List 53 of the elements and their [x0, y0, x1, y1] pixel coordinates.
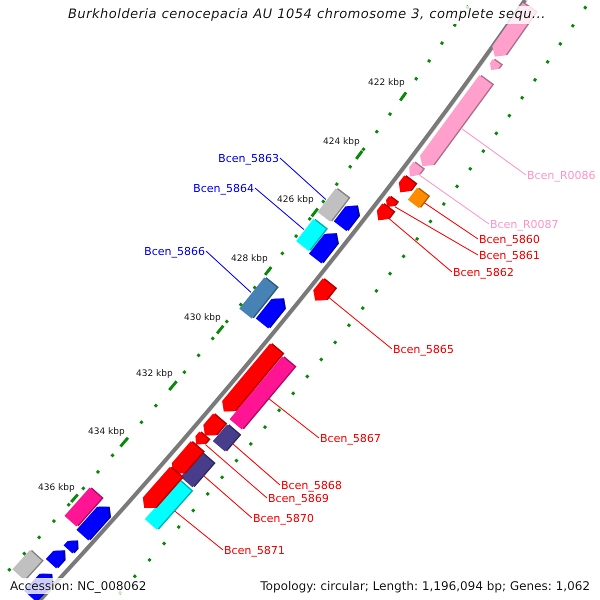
leader-line	[174, 510, 224, 550]
gene-label: Bcen_5867	[320, 432, 381, 444]
gene-label: Bcen_5865	[393, 342, 454, 356]
gene-feature	[46, 550, 66, 568]
leader-line	[394, 206, 478, 256]
gene-feature	[420, 74, 494, 166]
gene-feature	[386, 196, 400, 207]
leader-line	[206, 250, 252, 293]
gene-label: Bcen_5862	[453, 266, 514, 278]
gene-feature	[64, 540, 79, 554]
leader-line	[268, 398, 320, 438]
leader-line	[388, 218, 452, 272]
gene-label: Bcen_5871	[224, 544, 285, 556]
position-label: 424 kbp	[323, 136, 360, 148]
position-label: 432 kbp	[136, 368, 173, 380]
gene-label: Bcen_5863	[218, 152, 279, 164]
leader-line	[419, 174, 490, 224]
position-label: 428 kbp	[231, 254, 268, 264]
gene-label: Bcen_5864	[193, 182, 254, 194]
gene-block	[408, 188, 430, 208]
position-label: 436 kbp	[38, 482, 75, 494]
gene-feature	[490, 58, 504, 70]
gene-label: Bcen_5868	[281, 478, 342, 492]
gene-feature	[203, 413, 228, 436]
gene-feature	[313, 278, 338, 301]
gene-label: Bcen_R0086	[527, 168, 596, 182]
leader-line	[232, 443, 280, 486]
leader-line	[280, 158, 326, 200]
leader-line	[254, 188, 304, 230]
position-label: 426 kbp	[277, 194, 314, 206]
position-label: 430 kbp	[184, 312, 221, 324]
gene-label: Bcen_R0087	[490, 218, 558, 230]
gene-feature	[334, 205, 360, 232]
gene-label: Bcen_5861	[479, 248, 540, 262]
gene-feature	[409, 162, 426, 177]
gene-label: Bcen_5860	[479, 232, 540, 246]
position-label: 422 kbp	[368, 78, 405, 88]
leader-line	[204, 444, 268, 498]
leader-line	[460, 128, 526, 176]
gene-label: Bcen_5866	[144, 244, 205, 258]
gene-feature	[142, 466, 184, 508]
gene-feature	[308, 233, 339, 264]
gene-feature	[222, 343, 284, 412]
position-label: 434 kbp	[88, 426, 125, 438]
leader-line	[328, 297, 392, 350]
gene-feature	[172, 441, 205, 474]
leader-line	[424, 202, 478, 240]
gene-label: Bcen_5870	[253, 512, 314, 524]
leader-line	[203, 475, 252, 518]
gene-feature	[398, 175, 418, 192]
gene-label: Bcen_5869	[268, 492, 329, 504]
gene-feature	[76, 506, 112, 540]
gene-feature	[256, 298, 286, 328]
